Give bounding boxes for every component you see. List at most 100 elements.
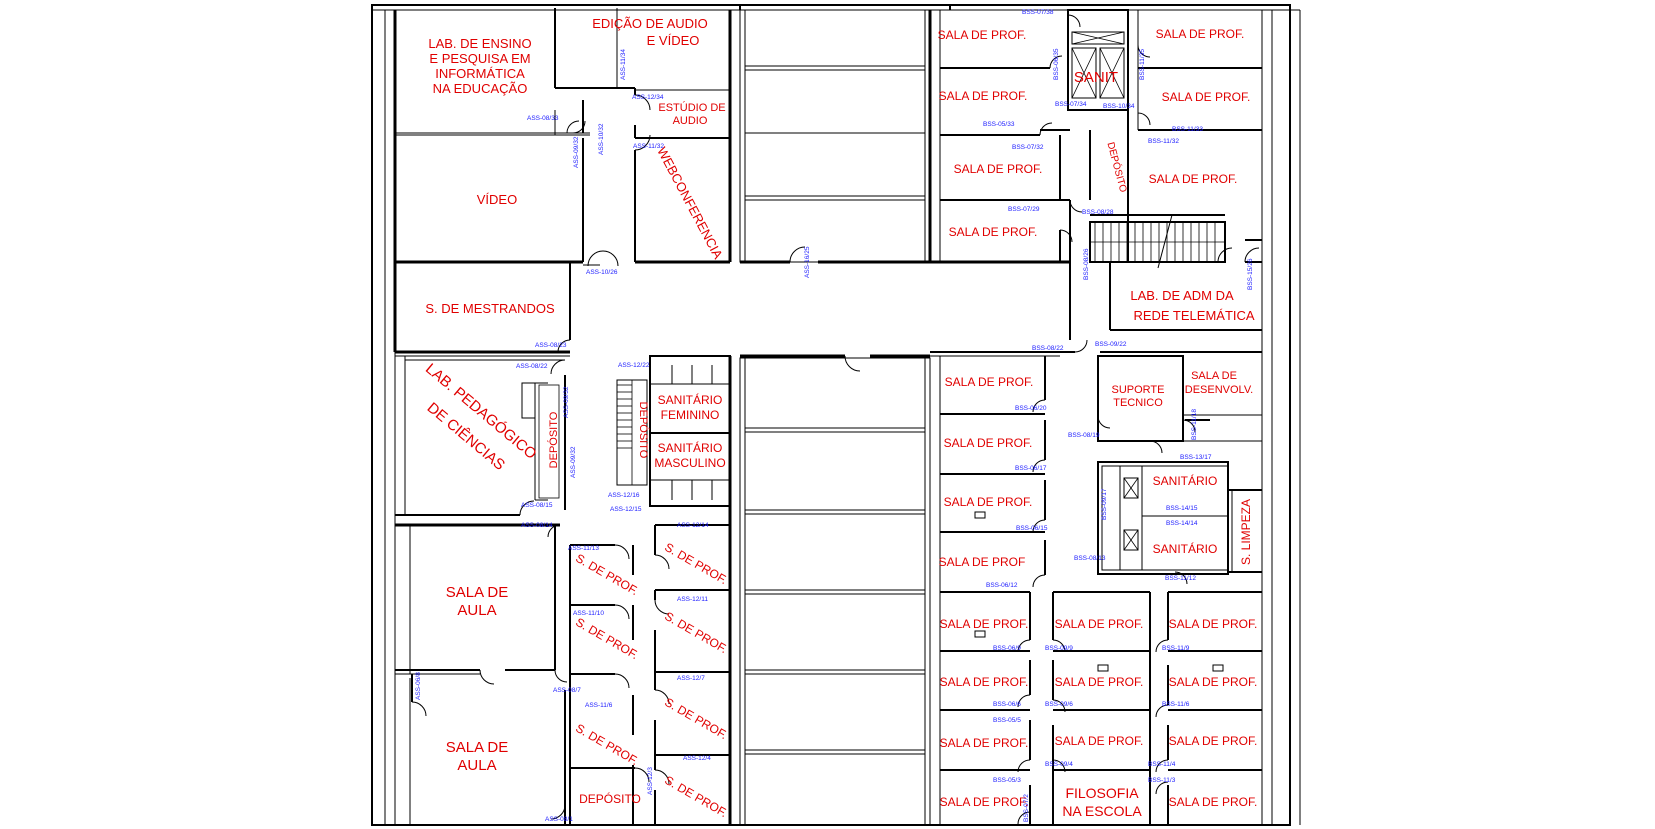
door-code: ASS-10/32 [598, 123, 605, 155]
door-code: ASS-12/7 [677, 675, 705, 682]
label-sala-prof-m2: SALA DE PROF. [1055, 675, 1144, 689]
door-code: BSS-07/32 [1012, 144, 1044, 151]
label-sanitario-masculino-2: MASCULINO [654, 456, 725, 470]
label-sala-prof-s7: SALA DE PROF. [940, 736, 1029, 750]
door-code: BSS-08/26 [1083, 248, 1090, 280]
door-code: BSS-13/17 [1180, 454, 1212, 461]
label-sala-prof-m1: SALA DE PROF. [1055, 617, 1144, 631]
door-code: BSS-09/9 [1045, 645, 1073, 652]
label-deposito-escada: DEPÓSITO [637, 402, 650, 459]
door-code: BSS-14/14 [1166, 520, 1198, 527]
door-code: BSS-06/35 [1053, 48, 1060, 80]
door-code: BSS-09/4 [1045, 761, 1073, 768]
door-code: ASS-12/14 [677, 522, 709, 529]
door-code: ASS-11/32 [633, 143, 664, 150]
label-sanitario-e1: SANITÁRIO [1153, 473, 1218, 488]
central-courtyard [739, 9, 931, 826]
label-lab-ensino-2: E PESQUISA EM [429, 51, 530, 66]
label-s-prof-e2: S. DE PROF. [662, 609, 730, 656]
door-code: BSS-14/15 [1166, 505, 1198, 512]
label-sala-prof-n2: SALA DE PROF. [939, 89, 1028, 103]
label-sala-prof-s6: SALA DE PROF. [940, 675, 1029, 689]
label-sala-aula-1a: SALA DE [446, 584, 509, 601]
door-code: ASS-09/32 [563, 386, 570, 418]
door-code: ASS-08/23 [535, 342, 567, 349]
door-code: ASS-12/16 [608, 492, 640, 499]
label-sala-prof-s8: SALA DE PROF. [940, 795, 1029, 809]
door-code: BSS-06/15 [1016, 525, 1048, 532]
label-deposito-sw: DEPÓSITO [579, 791, 641, 806]
label-sanit: SANIT [1074, 69, 1118, 86]
door-code: ASS-12/4 [683, 755, 711, 762]
label-sala-prof-s2: SALA DE PROF. [944, 436, 1033, 450]
door-code: BSS-07/2 [1023, 794, 1030, 822]
door-code: BSS-11/9 [1162, 645, 1190, 652]
label-lab-ensino-4: NA EDUCAÇÃO [433, 81, 528, 96]
door-code: ASS-12/15 [610, 506, 642, 513]
label-sala-prof-n6: SALA DE PROF. [1162, 90, 1251, 104]
door-code: ASS-08/1 [545, 816, 573, 823]
door-code: BSS-11/18 [1191, 409, 1198, 440]
label-sala-prof-s5: SALA DE PROF. [940, 617, 1029, 631]
label-video: VÍDEO [477, 192, 517, 207]
door-code: BSS-10/34 [1103, 103, 1135, 110]
label-s-prof-e3: S. DE PROF. [662, 695, 730, 742]
building-outline [371, 4, 1301, 826]
door-code: ASS-11/34 [620, 49, 627, 80]
label-deposito-lab: DEPÓSITO [547, 411, 560, 468]
door-code: BSS-06/12 [986, 582, 1018, 589]
door-code: BSS-07/34 [1055, 101, 1087, 108]
label-edicao-2: E VÍDEO [647, 33, 700, 48]
door-code: BSS-11/4 [1148, 761, 1176, 768]
label-sala-prof-r3: SALA DE PROF. [1169, 734, 1258, 748]
label-sala-prof-r1: SALA DE PROF. [1169, 617, 1258, 631]
label-filosofia-2: NA ESCOLA [1062, 803, 1142, 819]
door-code: BSS-06/6 [993, 701, 1021, 708]
door-code: ASS-08/22 [516, 363, 548, 370]
door-code: BSS-05/3 [993, 777, 1021, 784]
label-desenvolv-2: DESENVOLV. [1185, 384, 1253, 396]
label-sala-prof-n7: SALA DE PROF. [1149, 172, 1238, 186]
door-code: BSS-11/12 [1165, 575, 1196, 582]
door-code: BSS-08/28 [1082, 209, 1114, 216]
label-sala-prof-n3: SALA DE PROF. [954, 162, 1043, 176]
door-code: BSS-05/5 [993, 717, 1021, 724]
room-labels: LAB. DE ENSINO E PESQUISA EM INFORMÁTICA… [422, 16, 1257, 820]
door-code: ASS-11/13 [568, 545, 599, 552]
label-s-prof-e4: S. DE PROF. [662, 773, 730, 820]
label-filosofia-1: FILOSOFIA [1065, 785, 1139, 801]
label-sanitario-feminino-2: FEMININO [661, 408, 720, 422]
door-code: BSS-08/19 [1068, 432, 1100, 439]
label-lab-pedagogico-2: DE CIÊNCIAS [424, 399, 508, 474]
door-code: BSS-09/22 [1095, 341, 1127, 348]
label-deposito-ne: DEPÓSITO [1104, 141, 1130, 194]
label-sala-aula-2a: SALA DE [446, 739, 509, 756]
label-lab-ensino-1: LAB. DE ENSINO [428, 36, 531, 51]
label-sala-prof-s3: SALA DE PROF. [944, 495, 1033, 509]
door-swings [411, 14, 1260, 825]
door-code: BSS-06/17 [1015, 465, 1047, 472]
label-estudio-1: ESTÚDIO DE [658, 101, 725, 114]
door-code: ASS-11/10 [573, 610, 604, 617]
door-code: BSS-08/13 [1074, 555, 1106, 562]
label-limpeza: S. LIMPEZA [1239, 499, 1253, 565]
label-sala-prof-s4: SALA DE PROF [939, 555, 1026, 569]
label-sala-prof-n1: SALA DE PROF. [938, 28, 1027, 42]
label-sala-prof-r4: SALA DE PROF. [1169, 795, 1258, 809]
label-lab-adm-2: REDE TELEMÁTICA [1133, 308, 1254, 323]
door-code: ASS-09/32 [573, 136, 580, 168]
label-edicao-1: EDIÇÃO DE AUDIO [592, 16, 708, 31]
door-code: ASS-08/7 [553, 687, 581, 694]
label-desenvolv-1: SALA DE [1191, 370, 1237, 382]
label-sanitario-masculino-1: SANITÁRIO [658, 440, 723, 455]
west-wing-walls [393, 8, 732, 825]
label-sala-prof-m3: SALA DE PROF. [1055, 734, 1144, 748]
label-estudio-2: AUDIO [673, 115, 708, 127]
door-code: ASS-06/8 [415, 672, 422, 700]
label-mestrandos: S. DE MESTRANDOS [425, 301, 555, 316]
door-codes: ASS-08/33 ASS-09/32 ASS-10/32 ASS-11/34 … [415, 9, 1254, 823]
east-wing-walls [928, 9, 1262, 825]
label-sala-aula-1b: AULA [457, 602, 496, 619]
door-code: ASS-08/33 [527, 115, 559, 122]
